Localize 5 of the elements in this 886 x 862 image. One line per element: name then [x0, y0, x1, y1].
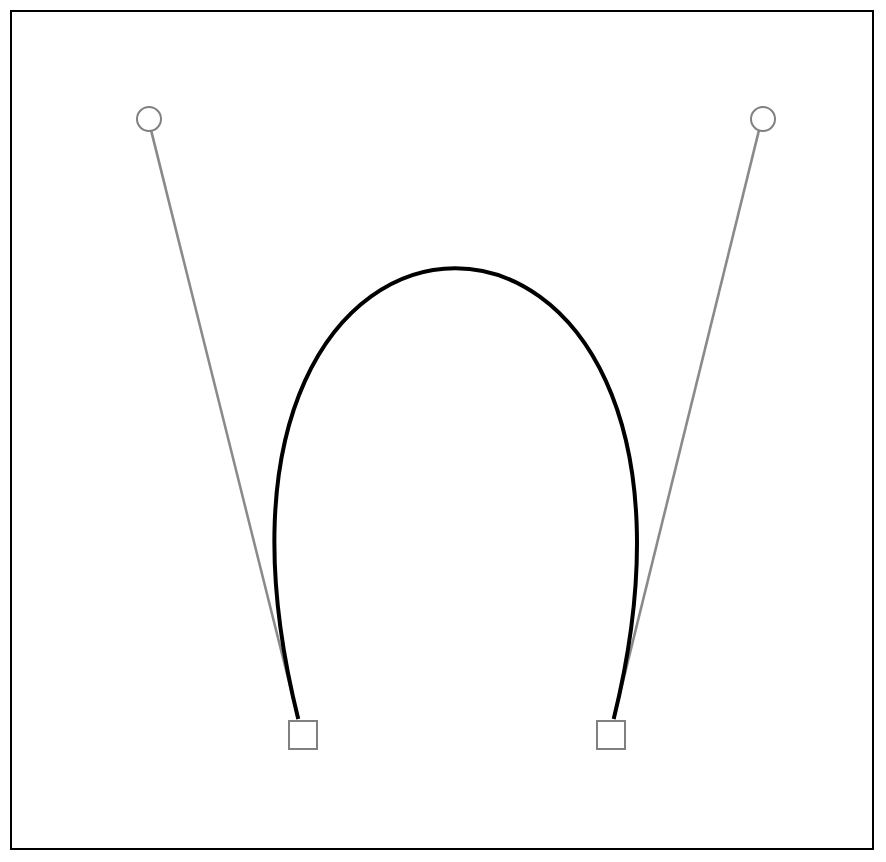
control-point-circle	[135, 105, 161, 131]
anchor-point-square	[287, 719, 317, 749]
control-point-circle	[749, 105, 775, 131]
anchor-point-square	[595, 719, 625, 749]
bezier-curve	[274, 267, 638, 720]
